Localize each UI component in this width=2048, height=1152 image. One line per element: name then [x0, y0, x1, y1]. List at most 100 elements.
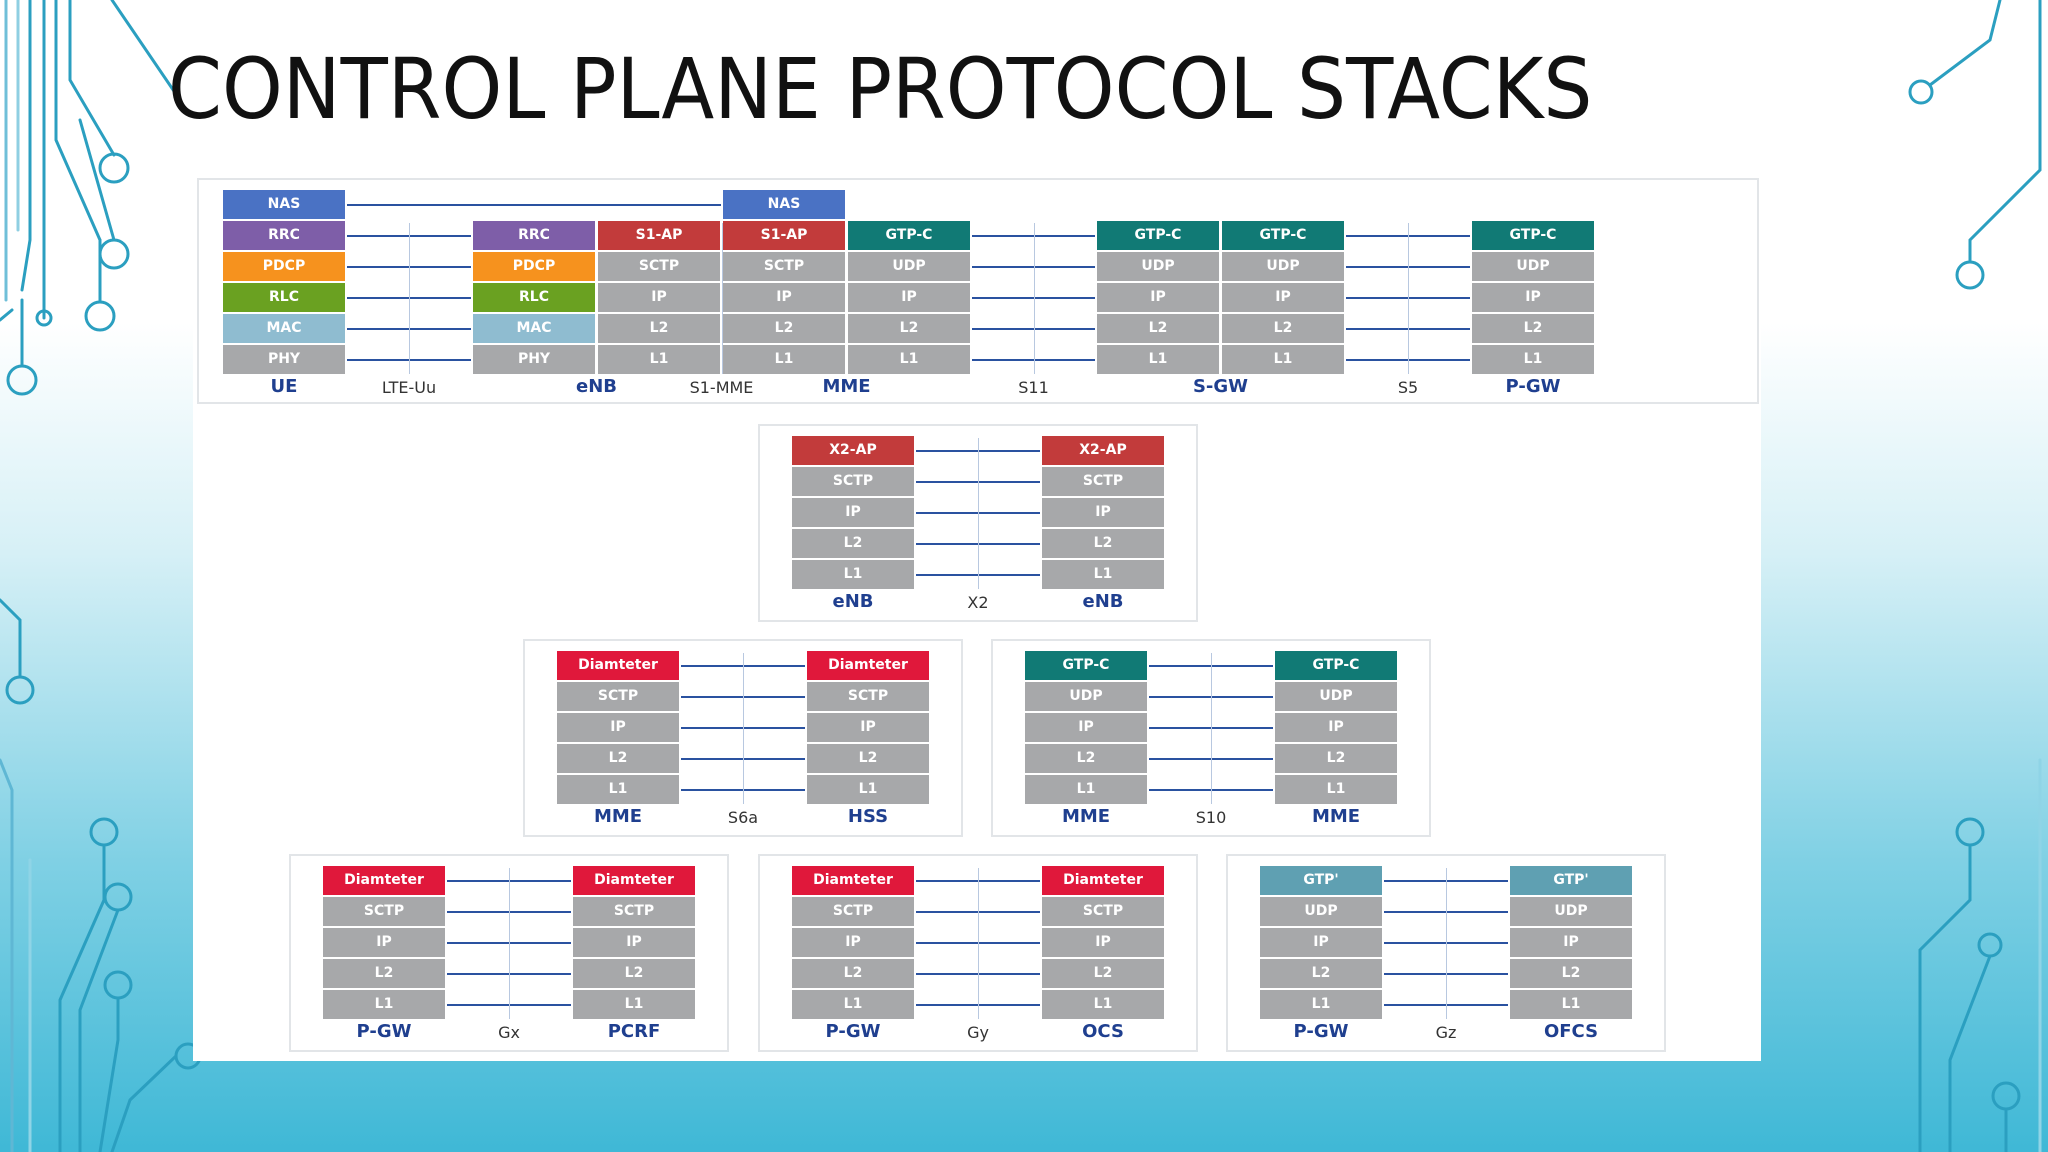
layer-udp: UDP	[1025, 682, 1147, 711]
layer-l2: L2	[792, 529, 914, 558]
layer-s1-ap: S1-AP	[723, 221, 845, 250]
layer-ip: IP	[792, 928, 914, 957]
layer-l2: L2	[323, 959, 445, 988]
interface-divider-s10	[1211, 653, 1212, 804]
layer-sctp: SCTP	[573, 897, 695, 926]
layer-l1: L1	[848, 345, 970, 374]
node-label-p-gw: P-GW	[1505, 376, 1561, 397]
layer-l1: L1	[1025, 775, 1147, 804]
layer-ip: IP	[1025, 713, 1147, 742]
layer-l2: L2	[1025, 744, 1147, 773]
layer-l1: L1	[1275, 775, 1397, 804]
node-label-mme: MME	[593, 806, 643, 827]
layer-l2: L2	[792, 959, 914, 988]
layer-udp: UDP	[1097, 252, 1219, 281]
layer-rlc: RLC	[223, 283, 345, 312]
layer-gtp: GTP'	[1510, 866, 1632, 895]
interface-divider-s6a	[743, 653, 744, 804]
interface-divider-gz	[1446, 868, 1447, 1019]
layer-ip: IP	[1510, 928, 1632, 957]
peer-link-nas	[347, 204, 721, 206]
node-label-p-gw: P-GW	[1293, 1021, 1349, 1042]
layer-l1: L1	[807, 775, 929, 804]
node-label-hss: HSS	[847, 806, 889, 827]
layer-udp: UDP	[848, 252, 970, 281]
layer-diamteter: Diamteter	[807, 651, 929, 680]
layer-ip: IP	[573, 928, 695, 957]
layer-sctp: SCTP	[557, 682, 679, 711]
layer-gtp-c: GTP-C	[1472, 221, 1594, 250]
layer-l2: L2	[557, 744, 679, 773]
layer-udp: UDP	[1260, 897, 1382, 926]
layer-gtp-c: GTP-C	[1222, 221, 1344, 250]
node-label-ue: UE	[270, 376, 298, 397]
layer-l2: L2	[573, 959, 695, 988]
node-label-ocs: OCS	[1082, 1021, 1124, 1042]
node-label-p-gw: P-GW	[356, 1021, 412, 1042]
layer-ip: IP	[807, 713, 929, 742]
layer-diamteter: Diamteter	[557, 651, 679, 680]
layer-ip: IP	[598, 283, 720, 312]
interface-label-gx: Gx	[498, 1023, 520, 1042]
layer-diamteter: Diamteter	[323, 866, 445, 895]
layer-l1: L1	[573, 990, 695, 1019]
node-label-ofcs: OFCS	[1543, 1021, 1599, 1042]
layer-l2: L2	[1275, 744, 1397, 773]
layer-pdcp: PDCP	[473, 252, 595, 281]
layer-diamteter: Diamteter	[573, 866, 695, 895]
layer-ip: IP	[1042, 498, 1164, 527]
layer-phy: PHY	[473, 345, 595, 374]
interface-label-s1-mme: S1-MME	[689, 378, 754, 397]
interface-label-s10: S10	[1195, 808, 1227, 827]
interface-divider-s1-mme	[721, 223, 723, 374]
layer-diamteter: Diamteter	[792, 866, 914, 895]
layer-ip: IP	[1472, 283, 1594, 312]
layer-x2-ap: X2-AP	[792, 436, 914, 465]
layer-l1: L1	[1472, 345, 1594, 374]
interface-label-s11: S11	[1018, 378, 1049, 397]
layer-l1: L1	[723, 345, 845, 374]
layer-gtp-c: GTP-C	[1275, 651, 1397, 680]
layer-rrc: RRC	[223, 221, 345, 250]
layer-ip: IP	[1222, 283, 1344, 312]
layer-nas: NAS	[223, 190, 345, 219]
layer-sctp: SCTP	[807, 682, 929, 711]
layer-s1-ap: S1-AP	[598, 221, 720, 250]
layer-l2: L2	[1222, 314, 1344, 343]
layer-l2: L2	[723, 314, 845, 343]
node-label-p-gw: P-GW	[825, 1021, 881, 1042]
layer-l2: L2	[1472, 314, 1594, 343]
layer-l1: L1	[1097, 345, 1219, 374]
page-title: CONTROL PLANE PROTOCOL STACKS	[168, 40, 1593, 138]
layer-gtp-c: GTP-C	[1097, 221, 1219, 250]
layer-l2: L2	[1510, 959, 1632, 988]
interface-divider-lte-uu	[409, 223, 410, 374]
node-label-s-gw: S-GW	[1192, 376, 1249, 397]
layer-ip: IP	[848, 283, 970, 312]
layer-ip: IP	[1042, 928, 1164, 957]
layer-nas: NAS	[723, 190, 845, 219]
layer-gtp-c: GTP-C	[848, 221, 970, 250]
layer-ip: IP	[723, 283, 845, 312]
layer-l1: L1	[598, 345, 720, 374]
layer-phy: PHY	[223, 345, 345, 374]
